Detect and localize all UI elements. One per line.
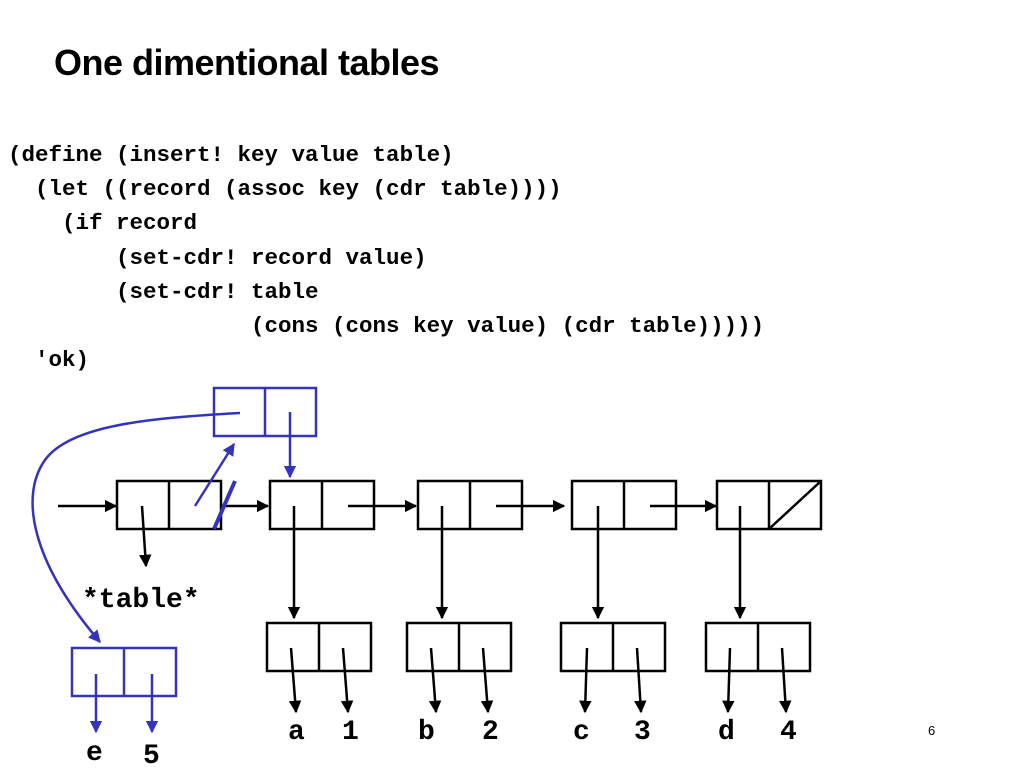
record-value-label: 3 [634, 717, 651, 748]
record-value-arrow-a [340, 647, 354, 714]
record-key-label: c [573, 717, 590, 748]
record-key-arrow-d [722, 647, 735, 714]
inserted-structure [31, 386, 318, 734]
record-value-label: 1 [342, 717, 359, 748]
code-line: (if record [8, 210, 198, 237]
record-key-arrow-b [428, 647, 442, 714]
new-record-value-label: 5 [143, 741, 160, 768]
code-line: (cons (cons key value) (cdr table))))) [8, 313, 765, 340]
record-value-arrow-b [480, 647, 494, 714]
code-block: (define (insert! key value table) (let (… [8, 138, 764, 377]
header-cdr-to-new-cell [193, 442, 236, 507]
code-line: (set-cdr! table [8, 278, 319, 305]
code-line: (set-cdr! record value) [8, 244, 427, 271]
record-key-arrow-a [288, 647, 302, 714]
broken-link-mark [212, 480, 237, 530]
code-line: (define (insert! key value table) [8, 142, 454, 168]
existing-structure [58, 479, 823, 714]
record-value-label: 4 [780, 717, 797, 748]
table-label: *table* [82, 585, 200, 616]
record-key-label: d [718, 717, 735, 748]
new-car-pointer [31, 411, 241, 643]
code-line: (let ((record (assoc key (cdr table)))) [8, 176, 562, 203]
record-value-arrow-d [779, 647, 792, 714]
record-key-arrow-c [579, 647, 592, 714]
record-key-label: b [418, 717, 435, 748]
new-record-key-label: e [86, 738, 103, 768]
record-value-label: 2 [482, 717, 499, 748]
record-value-arrow-c [634, 647, 647, 714]
record-key-label: a [288, 717, 305, 748]
car-pointer-to-table-label [139, 505, 152, 568]
page-number: 6 [928, 723, 936, 738]
code-line: 'ok) [8, 347, 90, 374]
slide-title: One dimentional tables [54, 42, 440, 83]
nil-slash [768, 480, 822, 530]
